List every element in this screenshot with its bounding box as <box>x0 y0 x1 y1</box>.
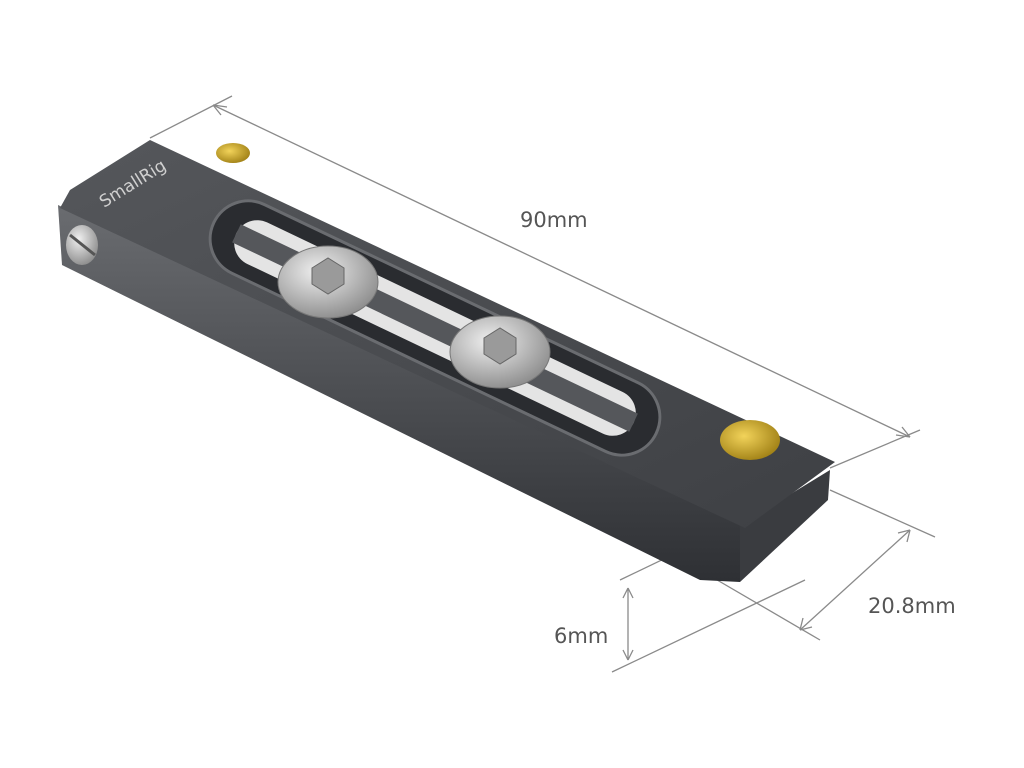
dimension-lines <box>149 95 936 673</box>
screw-icon <box>449 315 551 389</box>
height-label: 6mm <box>554 624 609 648</box>
gold-pin-icon <box>720 420 780 460</box>
rail-plate: SmallRig <box>58 140 835 582</box>
width-label: 20.8mm <box>868 594 956 618</box>
gold-pin-icon <box>216 143 250 163</box>
length-dimension-line <box>212 104 911 438</box>
screw-icon <box>277 245 379 319</box>
length-label: 90mm <box>520 208 588 232</box>
width-dimension-line <box>799 529 911 631</box>
